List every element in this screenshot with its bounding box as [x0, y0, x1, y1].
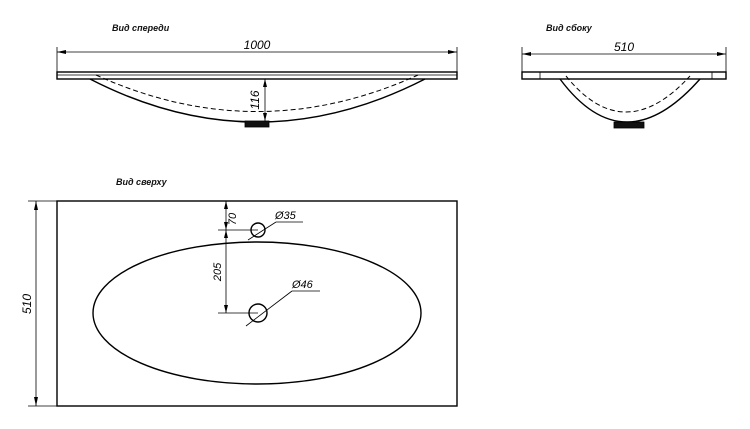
arrow-left: [522, 52, 531, 56]
large-hole-leader: [245, 290, 293, 327]
arrow-bottom: [34, 397, 38, 406]
top-view: Вид сверху 510 70 205 Ø35 Ø46: [20, 177, 458, 407]
top-height-label: 510: [20, 294, 34, 314]
arrow-right: [448, 50, 457, 54]
hole-spacing-label: 205: [212, 262, 224, 282]
small-hole-label: Ø35: [274, 210, 297, 222]
arrow-bottom: [263, 113, 267, 121]
top-view-title: Вид сверху: [116, 177, 168, 187]
side-width-label: 510: [614, 40, 634, 54]
side-slab: [521, 71, 727, 80]
side-basin-outer: [559, 78, 701, 123]
small-hole: [250, 222, 266, 238]
hole-offset-label: 70: [227, 212, 239, 225]
front-view-title: Вид спереди: [112, 23, 170, 33]
top-basin-ellipse: [92, 241, 422, 385]
large-hole: [248, 303, 268, 323]
large-hole-label: Ø46: [291, 279, 314, 291]
side-drain: [613, 121, 645, 129]
arrow-top: [224, 201, 228, 209]
arrow-top: [263, 79, 267, 87]
front-slab: [56, 71, 458, 80]
arrow-top: [224, 230, 228, 238]
front-view: Вид спереди 1000 116: [56, 23, 458, 128]
top-outline: [56, 200, 458, 407]
arrow-top: [34, 201, 38, 210]
arrow-bottom: [224, 305, 228, 313]
front-width-label: 1000: [244, 38, 271, 52]
arrow-left: [57, 50, 66, 54]
side-view-title: Вид сбоку: [546, 23, 593, 33]
small-hole-leader: [247, 221, 277, 241]
arrow-bottom: [224, 222, 228, 230]
side-basin-inner: [565, 75, 691, 113]
front-depth-label: 116: [248, 90, 262, 109]
side-view: Вид сбоку 510: [521, 23, 727, 129]
arrow-right: [717, 52, 726, 56]
front-drain: [244, 120, 270, 128]
